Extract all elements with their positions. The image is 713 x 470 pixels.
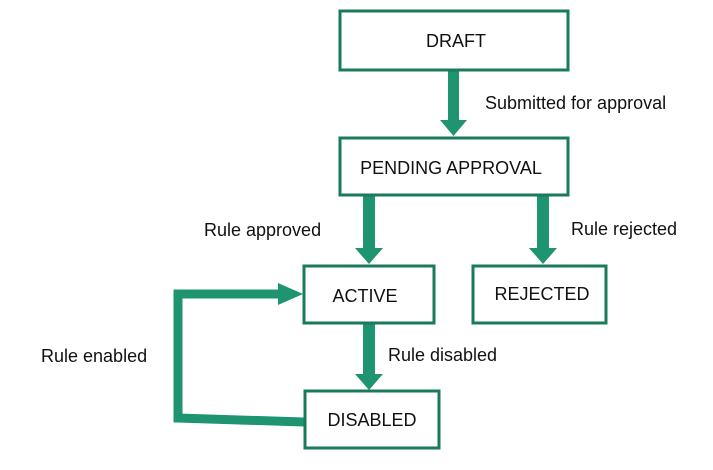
- label-rule-approved: Rule approved: [204, 220, 321, 240]
- state-active-box: [302, 264, 436, 325]
- state-draft: DRAFT: [338, 9, 570, 72]
- arrow-draft-to-pending: [440, 70, 467, 136]
- state-rejected-box: [471, 264, 608, 325]
- state-disabled: DISABLED: [303, 389, 441, 450]
- label-submitted-for-approval: Submitted for approval: [485, 93, 666, 113]
- state-disabled-box: [303, 389, 441, 450]
- label-rule-enabled: Rule enabled: [41, 346, 147, 366]
- arrow-pending-to-rejected: [529, 196, 557, 264]
- state-pending-approval-box: [338, 136, 570, 197]
- label-rule-disabled: Rule disabled: [388, 345, 497, 365]
- state-pending-approval-label: PENDING APPROVAL: [360, 158, 542, 178]
- arrow-disabled-to-active-head: [278, 283, 303, 305]
- state-active-label: ACTIVE: [332, 286, 397, 306]
- state-active: ACTIVE: [302, 264, 436, 325]
- state-rejected: REJECTED: [471, 264, 608, 325]
- arrow-disabled-to-active-line: [173, 289, 305, 427]
- state-draft-label: DRAFT: [426, 31, 486, 51]
- state-pending-approval: PENDING APPROVAL: [338, 136, 570, 197]
- label-rule-rejected: Rule rejected: [571, 219, 677, 239]
- state-draft-box: [338, 9, 570, 72]
- arrow-pending-to-active: [355, 196, 383, 264]
- state-disabled-label: DISABLED: [327, 410, 416, 430]
- arrow-active-to-disabled: [355, 324, 383, 390]
- state-rejected-label: REJECTED: [494, 284, 589, 304]
